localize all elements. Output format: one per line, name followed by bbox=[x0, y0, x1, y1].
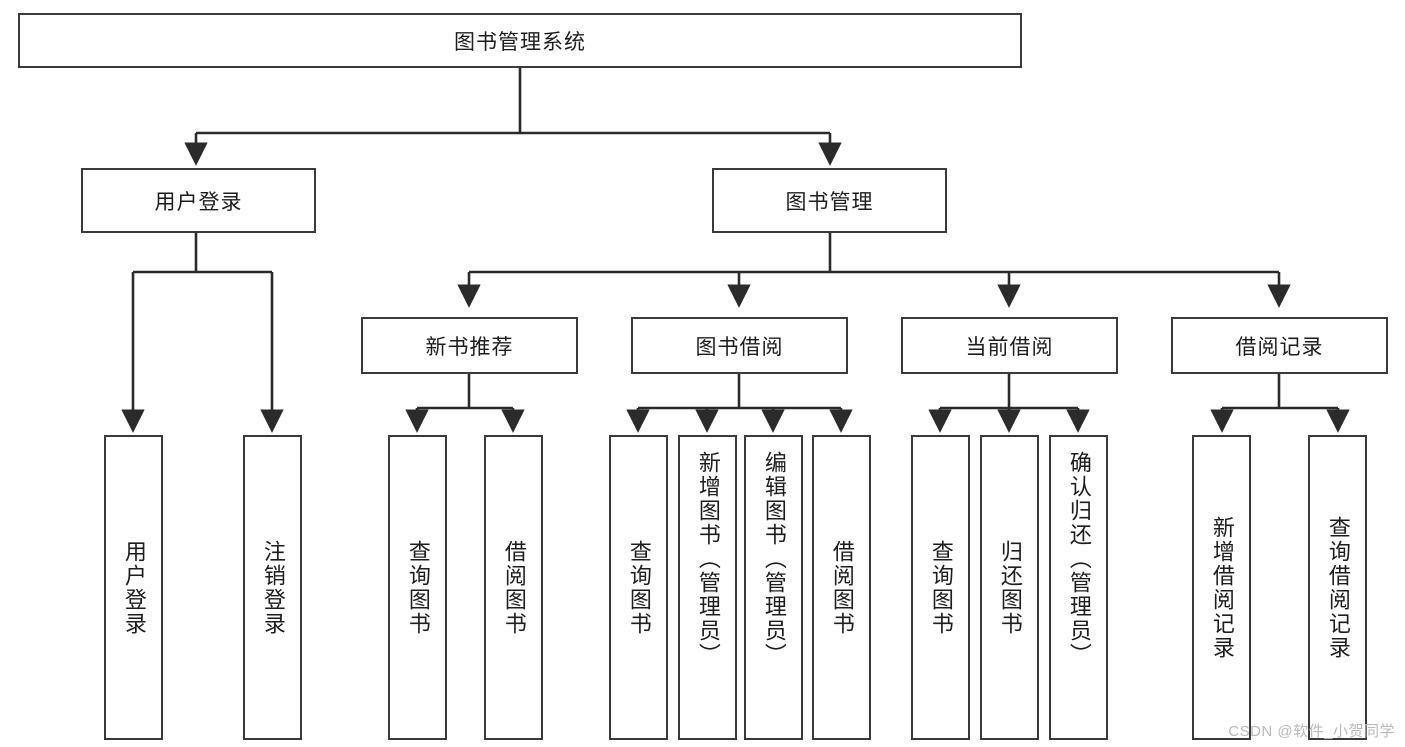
leaf-query-borrow-record-label: 查询借阅记录 bbox=[1325, 515, 1351, 660]
leaf-add-book-admin-label: 新增图书（管理员） bbox=[695, 451, 721, 667]
leaf-add-borrow-record[interactable]: 新增借阅记录 bbox=[1192, 435, 1251, 740]
node-user-login[interactable]: 用户登录 bbox=[81, 168, 316, 233]
node-book-borrow[interactable]: 图书借阅 bbox=[631, 317, 848, 374]
csdn-watermark: CSDN @软件_小贺同学 bbox=[1228, 723, 1395, 740]
leaf-user-login-label: 用户登录 bbox=[121, 539, 147, 636]
node-borrow-records[interactable]: 借阅记录 bbox=[1171, 317, 1388, 374]
leaf-query-book-recommend-label: 查询图书 bbox=[405, 539, 431, 636]
node-new-book-recommend[interactable]: 新书推荐 bbox=[361, 317, 578, 374]
leaf-logout-label: 注销登录 bbox=[260, 539, 286, 636]
leaf-edit-book-admin-label: 编辑图书（管理员） bbox=[761, 451, 787, 667]
node-root-label: 图书管理系统 bbox=[454, 30, 586, 54]
node-root[interactable]: 图书管理系统 bbox=[18, 13, 1022, 68]
node-book-borrow-label: 图书借阅 bbox=[695, 335, 784, 359]
leaf-confirm-return-admin[interactable]: 确认归还（管理员） bbox=[1049, 435, 1108, 740]
node-borrow-records-label: 借阅记录 bbox=[1235, 335, 1324, 359]
leaf-return-book-label: 归还图书 bbox=[997, 539, 1023, 636]
leaf-borrow-book-recommend[interactable]: 借阅图书 bbox=[484, 435, 543, 740]
leaf-query-book-borrow[interactable]: 查询图书 bbox=[609, 435, 668, 740]
leaf-query-book-recommend[interactable]: 查询图书 bbox=[388, 435, 447, 740]
leaf-return-book[interactable]: 归还图书 bbox=[980, 435, 1039, 740]
leaf-add-book-admin[interactable]: 新增图书（管理员） bbox=[678, 435, 737, 740]
leaf-add-borrow-record-label: 新增借阅记录 bbox=[1209, 515, 1235, 660]
node-book-management-label: 图书管理 bbox=[785, 190, 874, 214]
leaf-borrow-book-label: 借阅图书 bbox=[829, 539, 855, 636]
leaf-borrow-book[interactable]: 借阅图书 bbox=[812, 435, 871, 740]
node-new-book-recommend-label: 新书推荐 bbox=[425, 335, 514, 359]
node-current-borrow-label: 当前借阅 bbox=[965, 335, 1054, 359]
leaf-query-book-current[interactable]: 查询图书 bbox=[911, 435, 970, 740]
leaf-edit-book-admin[interactable]: 编辑图书（管理员） bbox=[744, 435, 803, 740]
leaf-query-book-current-label: 查询图书 bbox=[928, 539, 954, 636]
leaf-logout[interactable]: 注销登录 bbox=[243, 435, 302, 740]
node-user-login-label: 用户登录 bbox=[154, 190, 243, 214]
node-current-borrow[interactable]: 当前借阅 bbox=[901, 317, 1118, 374]
node-book-management[interactable]: 图书管理 bbox=[712, 168, 947, 233]
leaf-query-borrow-record[interactable]: 查询借阅记录 bbox=[1308, 435, 1367, 740]
leaf-confirm-return-admin-label: 确认归还（管理员） bbox=[1066, 451, 1092, 667]
leaf-borrow-book-recommend-label: 借阅图书 bbox=[501, 539, 527, 636]
leaf-user-login[interactable]: 用户登录 bbox=[104, 435, 163, 740]
leaf-query-book-borrow-label: 查询图书 bbox=[626, 539, 652, 636]
